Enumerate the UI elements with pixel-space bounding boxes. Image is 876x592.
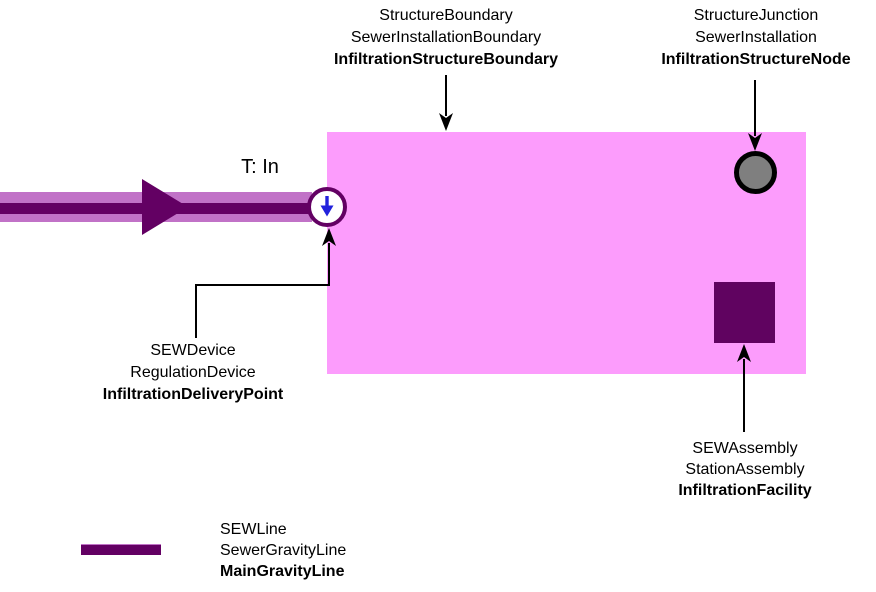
annotation-arrow-boundary <box>439 75 453 131</box>
label-line-bold: InfiltrationStructureNode <box>661 51 851 68</box>
flow-direction-arrow-icon <box>142 179 188 235</box>
facility-label: SEWAssembly StationAssembly Infiltration… <box>625 438 865 501</box>
label-line-bold: InfiltrationFacility <box>678 482 812 499</box>
down-arrow-icon <box>320 196 334 217</box>
infiltration-structure-node-symbol <box>734 151 777 194</box>
label-line-bold: InfiltrationDeliveryPoint <box>102 386 284 403</box>
label-line: StationAssembly <box>685 461 805 478</box>
label-line: SEWAssembly <box>692 440 798 457</box>
structure-node-label: StructureJunction SewerInstallation Infi… <box>636 5 876 71</box>
infiltration-delivery-point-symbol <box>307 187 347 227</box>
legend-label: SEWLine SewerGravityLine MainGravityLine <box>220 519 460 582</box>
label-line: StructureJunction <box>693 7 819 24</box>
label-line: SewerInstallation <box>695 29 817 46</box>
annotation-arrow-delivery <box>195 228 336 338</box>
label-line: StructureBoundary <box>379 7 513 24</box>
label-line: SEWDevice <box>150 342 236 359</box>
structure-boundary-label: StructureBoundary SewerInstallationBound… <box>306 5 586 71</box>
flow-label: T: In <box>241 156 279 178</box>
legend-line: SEWLine <box>220 521 287 538</box>
label-line: RegulationDevice <box>130 364 256 381</box>
legend-line-swatch <box>81 544 161 555</box>
legend-line-bold: MainGravityLine <box>220 563 345 580</box>
infiltration-facility-symbol <box>714 282 775 343</box>
label-line: SewerInstallationBoundary <box>350 29 542 46</box>
legend-line: SewerGravityLine <box>220 542 347 559</box>
label-line-bold: InfiltrationStructureBoundary <box>333 51 558 68</box>
delivery-point-label: SEWDevice RegulationDevice InfiltrationD… <box>73 340 313 406</box>
